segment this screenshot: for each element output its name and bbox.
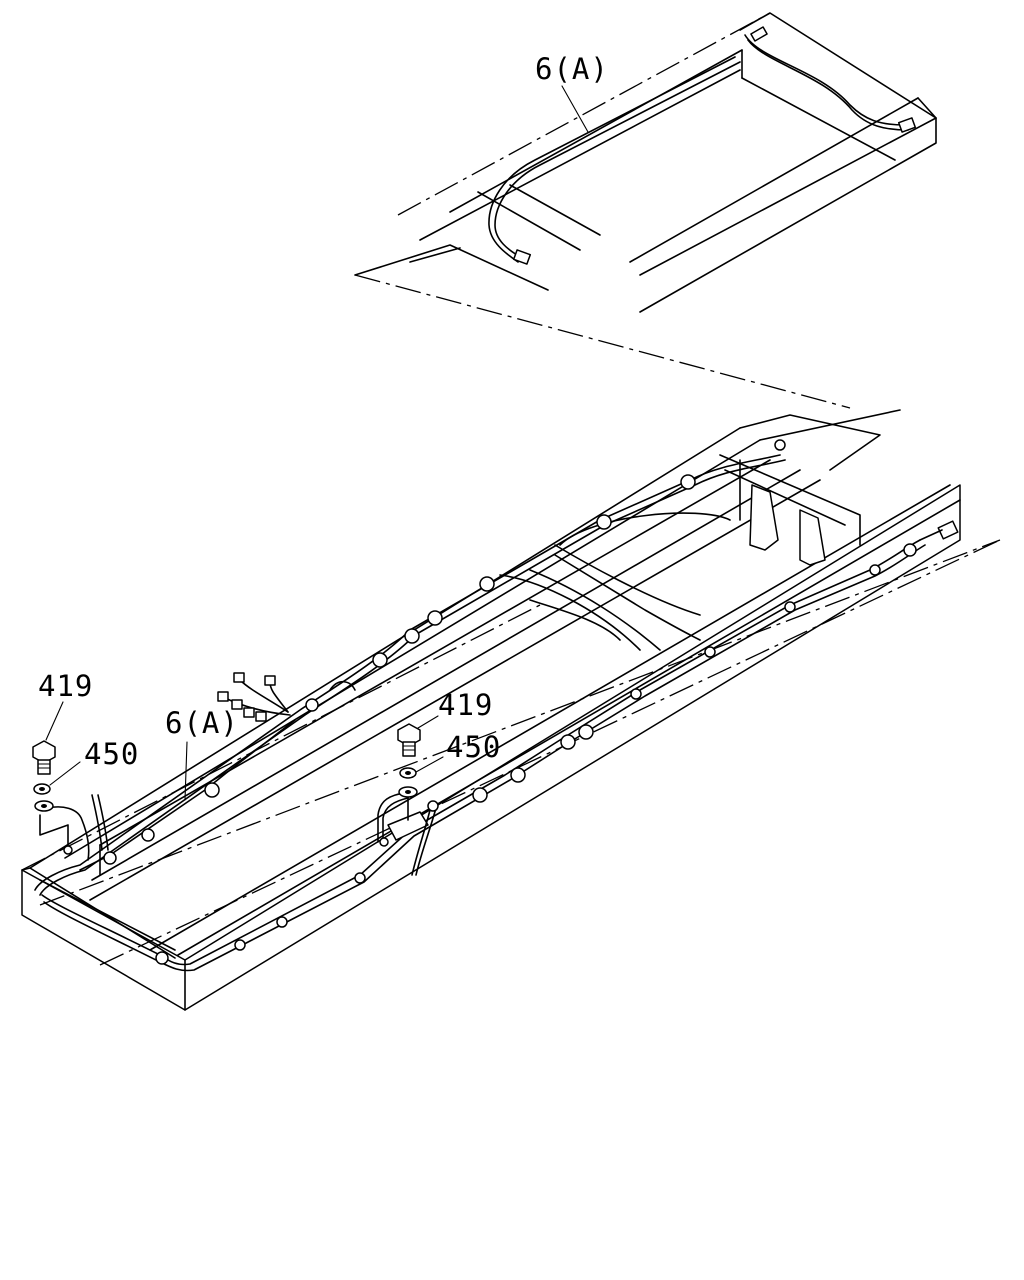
detail-inset [354, 12, 937, 409]
callout-detail-harness: 6(A) [535, 52, 609, 86]
washer-450-left [33, 783, 54, 812]
bolt-419-left [32, 740, 56, 775]
callout-washer-right: 450 [446, 730, 501, 764]
wire-harness [34, 439, 959, 972]
callout-main-harness: 6(A) [165, 706, 239, 740]
leader-lines [45, 701, 444, 801]
harness-clips-left [103, 439, 786, 865]
callout-washer-left: 450 [84, 737, 139, 771]
ground-strap-left [39, 794, 109, 861]
bolt-419-right [397, 723, 421, 757]
ground-strap-right [377, 789, 439, 876]
connector-branch [217, 672, 356, 722]
harness-clips-right [155, 543, 917, 965]
callout-bolt-left: 419 [38, 669, 93, 703]
washer-450-right [398, 767, 418, 798]
callout-bolt-right: 419 [438, 688, 493, 722]
